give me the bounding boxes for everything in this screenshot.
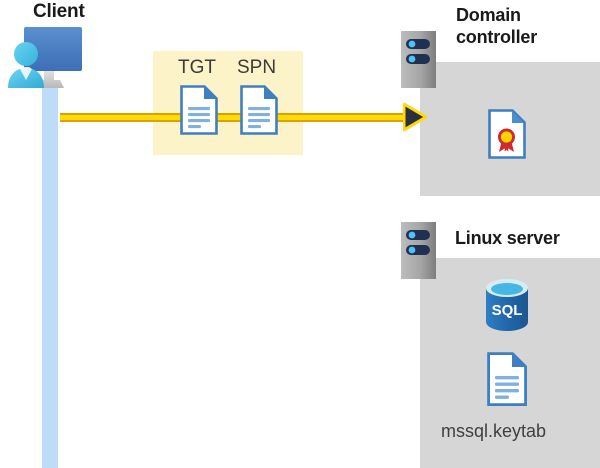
domain-controller-title: Domain controller (456, 5, 538, 47)
sql-database-icon: SQL (486, 279, 528, 331)
tgt-document-icon (180, 85, 218, 135)
server-rack-icon (401, 31, 436, 88)
sql-icon-text: SQL (492, 302, 523, 319)
server-rack-icon (401, 222, 436, 279)
tgt-label: TGT (178, 57, 216, 78)
right-arrow-icon (403, 103, 427, 131)
request-arrow-line (60, 113, 413, 122)
spn-document-icon (240, 85, 278, 135)
keytab-filename-label: mssql.keytab (441, 421, 547, 441)
keytab-document-icon (487, 352, 527, 406)
certificate-document-icon (488, 109, 526, 159)
spn-label: SPN (237, 57, 277, 78)
client-lifeline-bar (42, 88, 58, 468)
client-computer-user-icon (8, 27, 82, 88)
message-payload-box (153, 51, 303, 155)
client-title: Client (33, 1, 85, 22)
linux-server-title: Linux server (455, 228, 560, 248)
